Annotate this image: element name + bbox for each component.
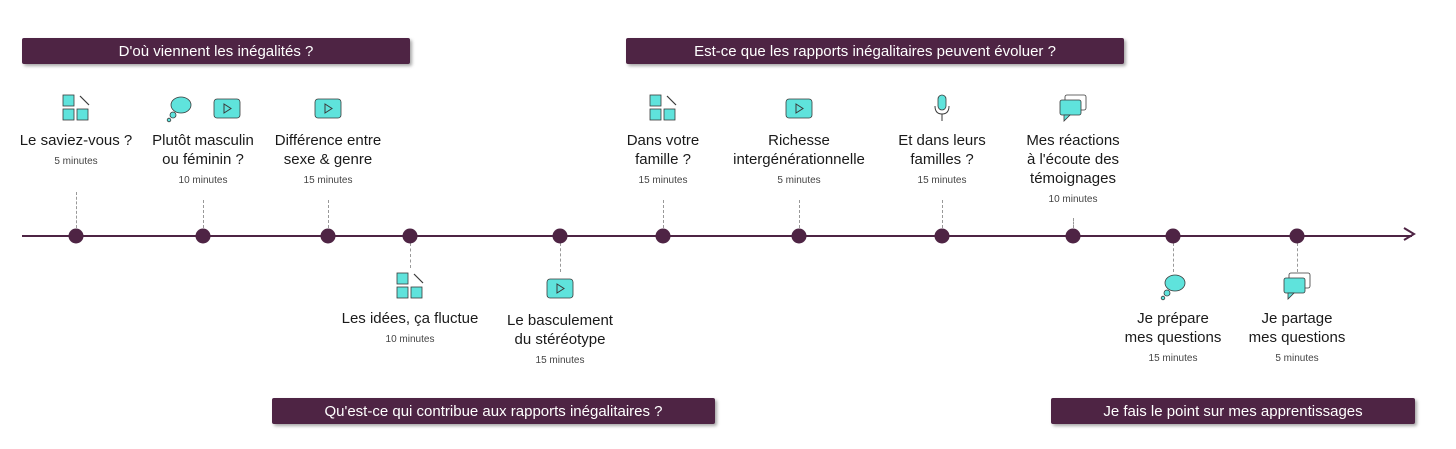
quiz-icon <box>61 93 91 128</box>
timeline-connector <box>560 243 561 272</box>
timeline-connector <box>1173 243 1174 272</box>
timeline-connector <box>942 200 943 228</box>
timeline-connector <box>1297 243 1298 272</box>
video-icon <box>313 93 343 128</box>
timeline-connector <box>663 200 664 228</box>
step-duration: 15 minutes <box>917 175 967 186</box>
video-icon <box>212 93 242 128</box>
thought-cloud-icon <box>164 93 194 128</box>
timeline-step[interactable]: Plutôt masculin ou féminin ? 10 minutes <box>113 95 293 186</box>
step-title: Je partage mes questions <box>1248 310 1346 346</box>
step-icons <box>573 93 753 128</box>
timeline-connector <box>410 243 411 268</box>
step-duration: 10 minutes <box>385 334 435 345</box>
step-icons <box>1083 273 1263 303</box>
step-icons <box>983 93 1163 128</box>
step-title: Plutôt masculin ou féminin ? <box>152 132 254 168</box>
chat-bubbles-icon <box>1282 271 1312 306</box>
timeline-connector <box>1073 218 1074 228</box>
section-banner-origins: D'où viennent les inégalités ? <box>22 38 410 64</box>
timeline-dot[interactable] <box>402 228 418 244</box>
timeline-dot[interactable] <box>791 228 807 244</box>
section-banner-contributors: Qu'est-ce qui contribue aux rapports iné… <box>272 398 715 424</box>
video-icon <box>784 93 814 128</box>
timeline-dot[interactable] <box>552 228 568 244</box>
timeline-step[interactable]: Je prépare mes questions 15 minutes <box>1083 273 1263 364</box>
timeline-step[interactable]: Différence entre sexe & genre 15 minutes <box>238 95 418 186</box>
step-icons <box>0 93 166 128</box>
quiz-icon <box>648 93 678 128</box>
step-duration: 15 minutes <box>638 175 688 186</box>
step-title: Je prépare mes questions <box>1124 310 1222 346</box>
timeline-dot[interactable] <box>1165 228 1181 244</box>
timeline-dot[interactable] <box>1065 228 1081 244</box>
step-duration: 15 minutes <box>535 355 585 366</box>
timeline-arrow-icon <box>1403 227 1416 241</box>
step-icons <box>470 275 650 305</box>
timeline-step[interactable]: Mes réactions à l'écoute des témoignages… <box>983 93 1163 205</box>
step-title: Les idées, ça fluctue <box>341 310 479 327</box>
step-duration: 5 minutes <box>54 156 98 167</box>
timeline-dot[interactable] <box>934 228 950 244</box>
thought-cloud-icon <box>1158 271 1188 306</box>
quiz-icon <box>395 271 425 306</box>
timeline-step[interactable]: Je partage mes questions 5 minutes <box>1207 271 1387 364</box>
chat-bubbles-icon <box>1058 93 1088 128</box>
timeline-step[interactable]: Et dans leurs familles ? 15 minutes <box>852 93 1032 186</box>
section-banner-review: Je fais le point sur mes apprentissages <box>1051 398 1415 424</box>
section-banner-evolution: Est-ce que les rapports inégalitaires pe… <box>626 38 1124 64</box>
timeline-connector <box>328 200 329 228</box>
step-title: Richesse intergénérationnelle <box>733 132 865 168</box>
timeline-dot[interactable] <box>1289 228 1305 244</box>
timeline-axis <box>22 235 1412 237</box>
step-icons <box>1207 271 1387 306</box>
timeline-step[interactable]: Le basculement du stéréotype 15 minutes <box>470 275 650 366</box>
step-icons <box>852 93 1032 128</box>
step-title: Le saviez-vous ? <box>19 132 133 149</box>
timeline-dot[interactable] <box>320 228 336 244</box>
step-duration: 5 minutes <box>777 175 821 186</box>
timeline-connector <box>799 200 800 228</box>
timeline-dot[interactable] <box>68 228 84 244</box>
step-title: Mes réactions à l'écoute des témoignages <box>1026 132 1120 187</box>
step-icons <box>320 271 500 306</box>
video-icon <box>545 273 575 308</box>
step-title: Différence entre sexe & genre <box>274 132 382 168</box>
step-title: Le basculement du stéréotype <box>507 312 613 348</box>
timeline-connector <box>76 192 77 228</box>
microphone-icon <box>927 93 957 128</box>
timeline-step[interactable]: Le saviez-vous ? 5 minutes <box>0 93 166 167</box>
step-duration: 5 minutes <box>1275 353 1319 364</box>
step-icons <box>709 95 889 125</box>
step-duration: 10 minutes <box>1048 194 1098 205</box>
timeline-step[interactable]: Les idées, ça fluctue 10 minutes <box>320 271 500 345</box>
timeline-dot[interactable] <box>655 228 671 244</box>
step-duration: 15 minutes <box>1148 353 1198 364</box>
step-title: Et dans leurs familles ? <box>898 132 986 168</box>
step-duration: 10 minutes <box>178 175 228 186</box>
step-duration: 15 minutes <box>303 175 353 186</box>
timeline-connector <box>203 200 204 228</box>
timeline-step[interactable]: Richesse intergénérationnelle 5 minutes <box>709 95 889 186</box>
step-icons <box>238 95 418 125</box>
timeline-dot[interactable] <box>195 228 211 244</box>
step-title: Dans votre famille ? <box>626 132 700 168</box>
step-icons <box>113 95 293 125</box>
timeline-step[interactable]: Dans votre famille ? 15 minutes <box>573 93 753 186</box>
